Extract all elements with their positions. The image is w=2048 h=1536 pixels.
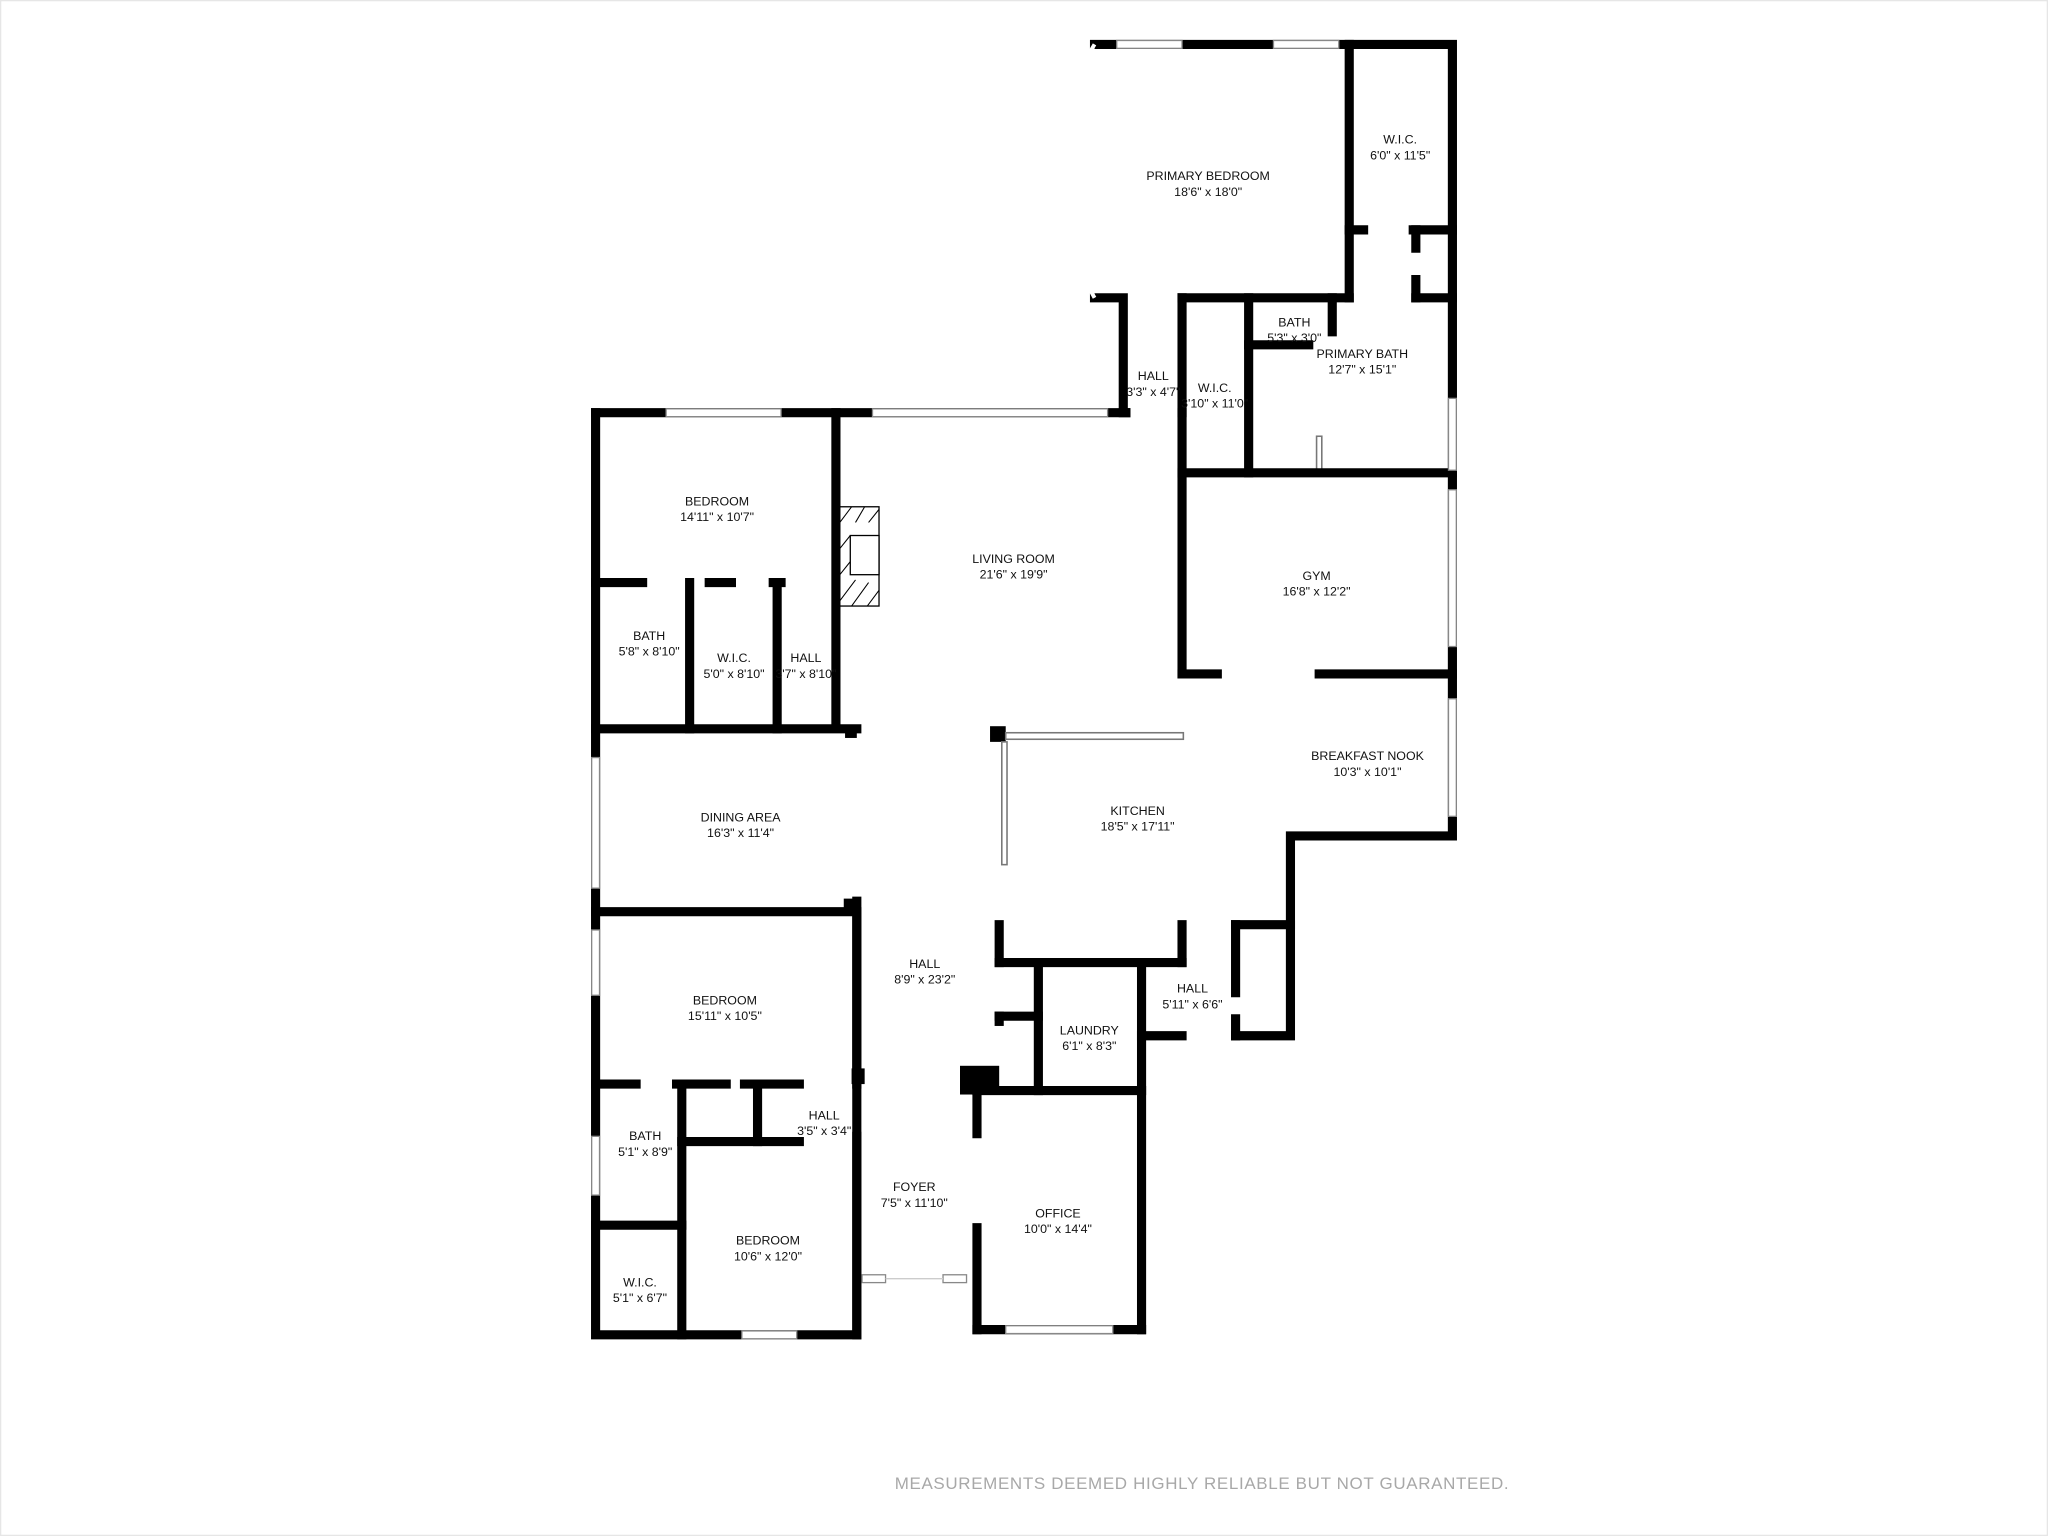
windows	[591, 39, 1457, 1340]
room-dims: 5'1" x 6'7"	[613, 1291, 667, 1305]
room-name: FOYER	[893, 1180, 936, 1194]
walls	[591, 39, 1457, 1340]
room-dims: 18'5" x 17'11"	[1101, 820, 1175, 834]
room-name: W.I.C.	[717, 651, 751, 665]
room-dims: 10'3" x 10'1"	[1334, 765, 1402, 779]
room-name: BATH	[633, 629, 665, 643]
room-dims: 10'6" x 12'0"	[734, 1249, 802, 1263]
room-name: W.I.C.	[1383, 133, 1417, 147]
room-name: HALL	[1177, 982, 1208, 996]
room-dims: 5'11" x 6'6"	[1162, 997, 1222, 1011]
room-name: HALL	[909, 957, 940, 971]
room-dims: 7'5" x 11'10"	[881, 1196, 948, 1210]
room-name: HALL	[790, 651, 821, 665]
room-dims: 16'8" x 12'2"	[1283, 585, 1351, 599]
room-name: BEDROOM	[685, 494, 749, 508]
room-dims: 15'11" x 10'5"	[688, 1009, 762, 1023]
room-dims: 12'7" x 15'1"	[1328, 363, 1396, 377]
room-name: HALL	[1138, 369, 1169, 383]
room-dims: 18'6" x 18'0"	[1174, 185, 1242, 199]
room-name: OFFICE	[1035, 1206, 1080, 1220]
room-name: LIVING ROOM	[972, 552, 1055, 566]
room-name: BREAKFAST NOOK	[1311, 749, 1424, 763]
room-name: BATH	[1278, 316, 1310, 330]
room-dims: 14'11" x 10'7"	[680, 510, 754, 524]
room-dims: 16'3" x 11'4"	[707, 826, 774, 840]
disclaimer: MEASUREMENTS DEEMED HIGHLY RELIABLE BUT …	[895, 1474, 1510, 1493]
room-dims: 3'3" x 4'7"	[1126, 385, 1180, 399]
room-name: W.I.C.	[623, 1276, 657, 1290]
room-name: KITCHEN	[1110, 804, 1164, 818]
room-name: LAUNDRY	[1060, 1023, 1119, 1037]
room-dims: 5'0" x 8'10"	[704, 667, 765, 681]
room-name: DINING AREA	[701, 811, 782, 825]
room-dims: 5'1" x 8'9"	[618, 1145, 672, 1159]
room-dims: 10'0" x 14'4"	[1024, 1222, 1092, 1236]
room-dims: 3'7" x 8'10"	[775, 667, 836, 681]
room-name: GYM	[1302, 569, 1330, 583]
room-dims: 5'8" x 8'10"	[619, 645, 680, 659]
room-dims: 5'3" x 3'0"	[1267, 331, 1321, 345]
room-dims: 8'9" x 23'2"	[894, 973, 955, 987]
room-dims: 21'6" x 19'9"	[980, 568, 1048, 582]
room-name: BATH	[629, 1129, 661, 1143]
room-name: HALL	[809, 1108, 840, 1122]
room-name: PRIMARY BEDROOM	[1146, 169, 1269, 183]
fireplace	[839, 506, 880, 607]
room-name: BEDROOM	[693, 993, 757, 1007]
room-dims: 3'10" x 11'0"	[1181, 397, 1248, 411]
room-name: BEDROOM	[736, 1234, 800, 1248]
room-dims: 6'0" x 11'5"	[1370, 148, 1430, 162]
room-dims: 6'1" x 8'3"	[1062, 1039, 1116, 1053]
room-name: W.I.C.	[1198, 381, 1232, 395]
room-dims: 3'5" x 3'4"	[797, 1124, 851, 1138]
room-name: PRIMARY BATH	[1316, 347, 1408, 361]
